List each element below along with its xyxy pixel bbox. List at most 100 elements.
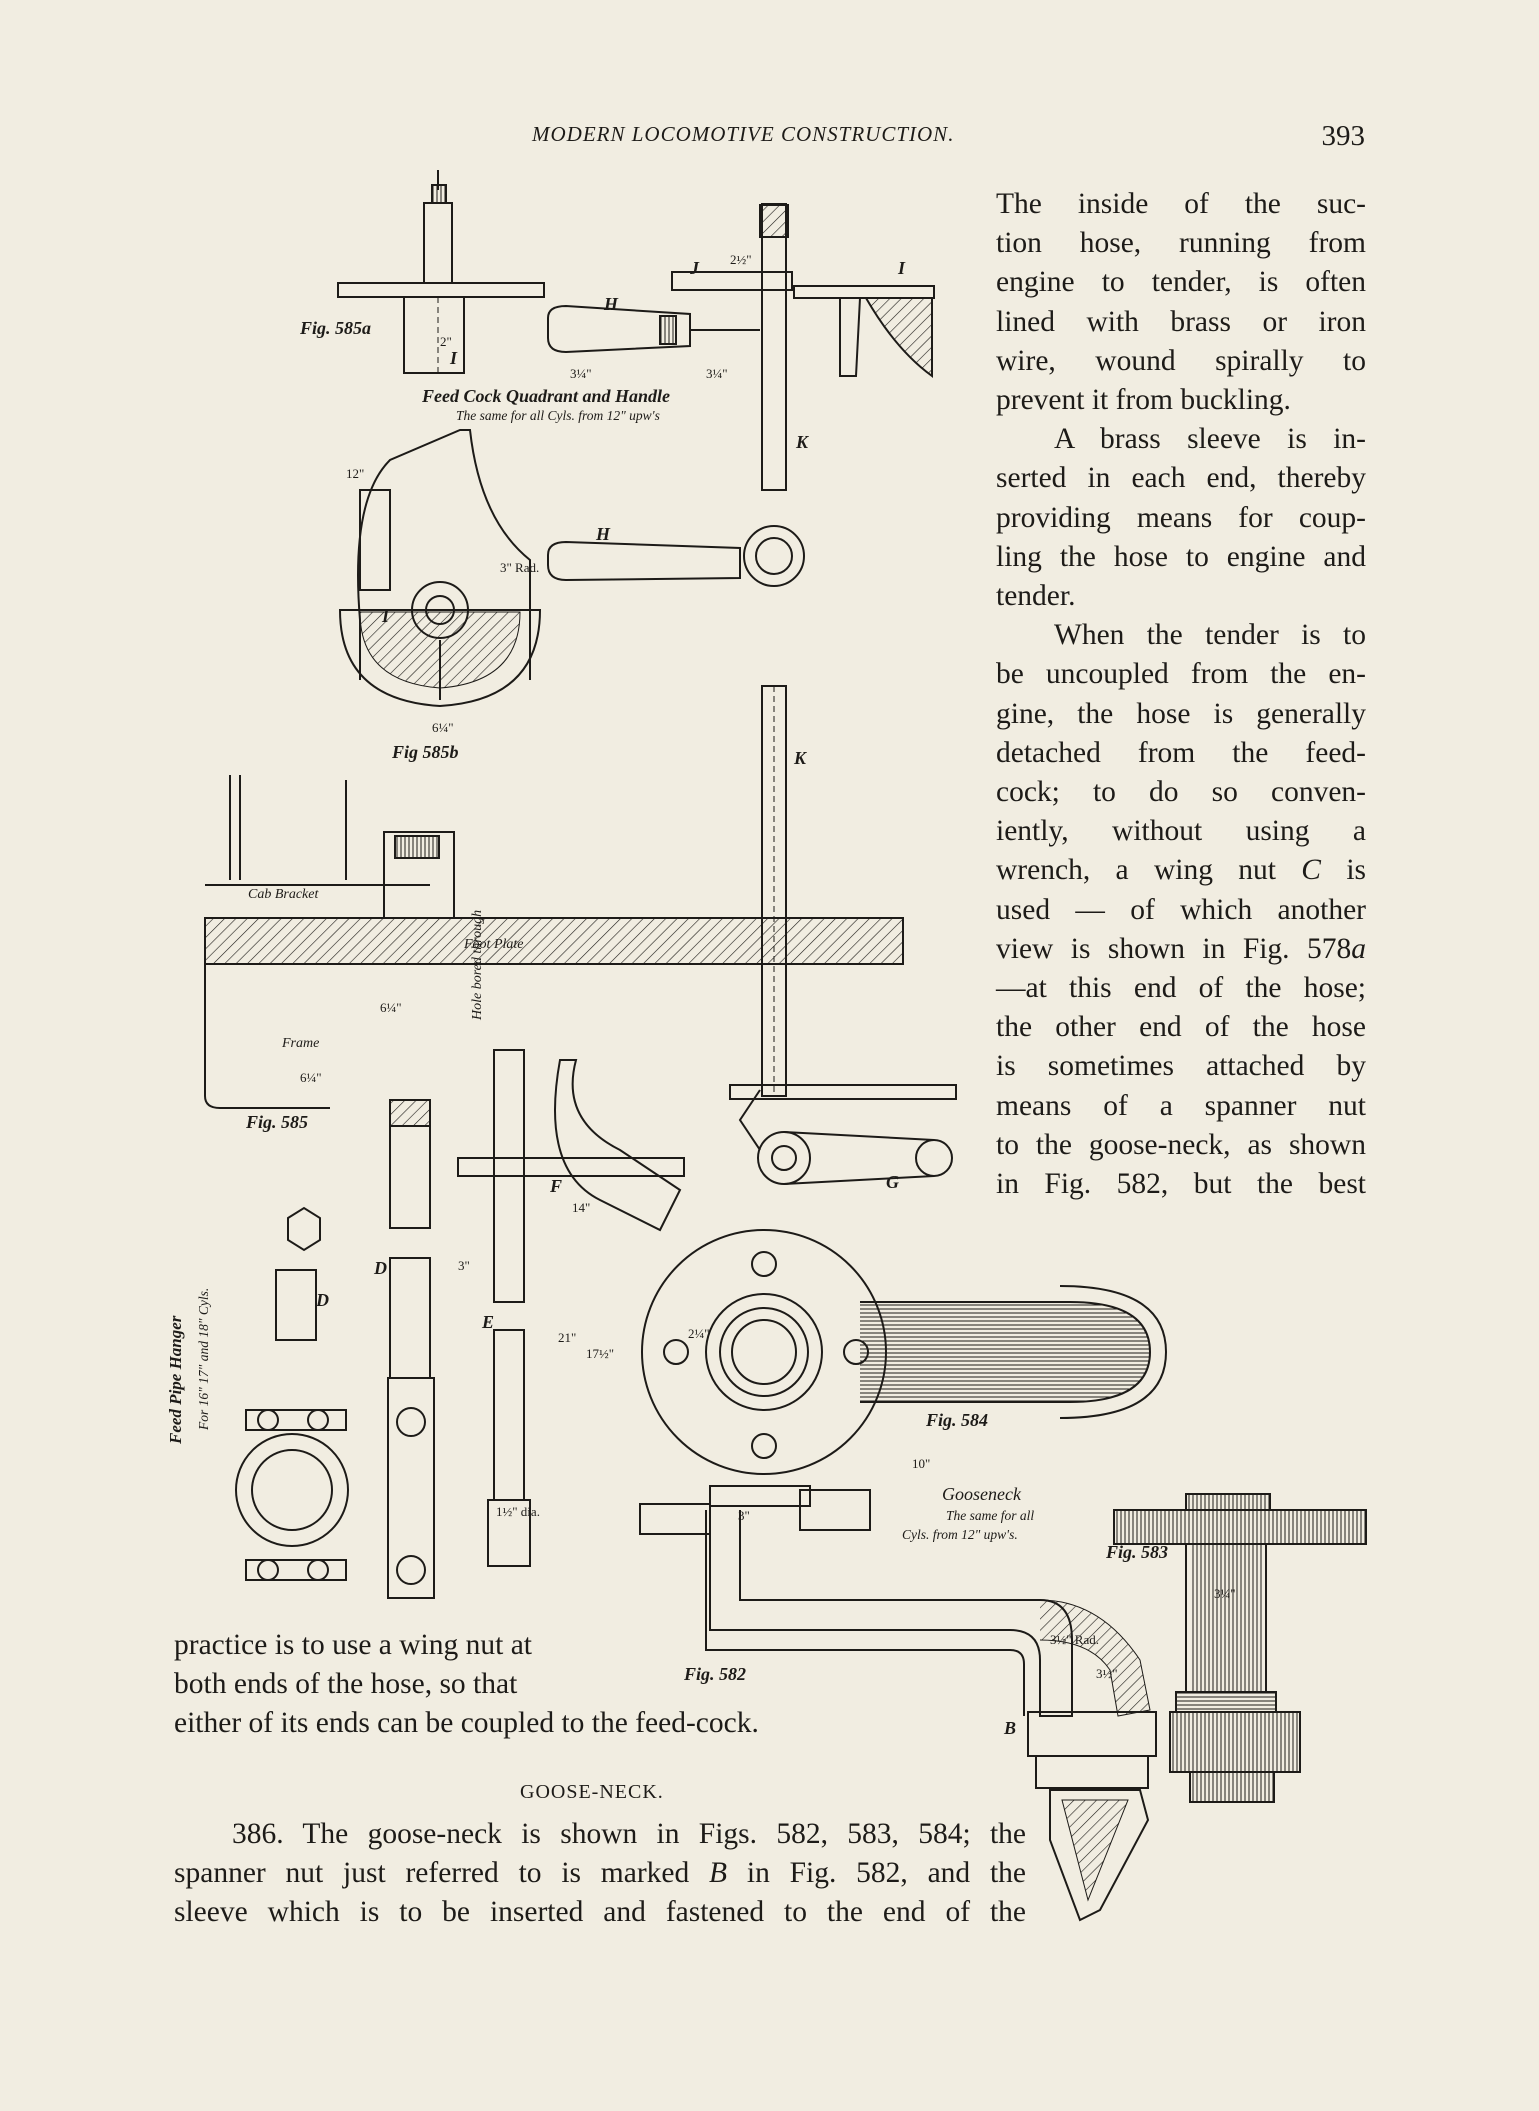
dimension: 3¼" [706,366,728,381]
handle-h-upper [547,304,760,354]
dimension: 1½" dia. [496,1504,540,1519]
part-letter: H [604,294,619,314]
cab-bracket-label: Cab Bracket [248,887,319,902]
text-line: ling the hose to engine and [996,540,1366,573]
feed-pipe-hanger-note: For 16" 17" and 18" Cyls. [196,1287,211,1430]
text-line: in Fig. 582, but the best [996,1168,1366,1201]
text-line: either of its ends can be coupled to the… [174,1707,759,1740]
feed-pipe-hanger-d [235,1206,435,1599]
dimension: 3" [738,1508,750,1523]
part-letter: I [898,258,906,278]
text-line: A brass sleeve is in- [1054,423,1366,456]
fig-585-foot-plate [204,775,904,1229]
bottom-left-text: practice is to use a wing nut at both en… [174,1626,759,1744]
fig-584-flange [641,1229,1168,1475]
fig-583-drawing [1113,1493,1367,1803]
dimension: 6¼" [432,720,454,735]
section-paragraph: 386. The goose-neck is shown in Figs. 58… [174,1815,1026,1933]
text-line: When the tender is to [1054,619,1366,652]
running-title: MODERN LOCOMOTIVE CONSTRUCTION. [532,122,955,146]
dimension: 3½" Rad. [1050,1632,1099,1647]
part-letter: D [316,1290,329,1310]
dimension: 6¼" [380,1000,402,1015]
text-line: is sometimes attached by [996,1050,1366,1083]
text-line: be uncoupled from the en- [996,658,1366,691]
text-line: The inside of the suc- [996,188,1366,220]
text-line: gine, the hose is generally [996,697,1366,730]
dimension: 14" [572,1200,591,1215]
page-number: 393 [1321,120,1366,152]
text-line: prevent it from buckling. [996,384,1291,417]
part-letter: K [794,748,807,768]
dimension: 3" [458,1258,470,1273]
part-letter: E [482,1312,495,1332]
text-line: tion hose, running from [996,227,1366,260]
part-letter: I [382,606,390,626]
rod-k-upper [671,203,935,491]
section-heading: GOOSE-NECK. [520,1781,664,1803]
dimension: 10" [912,1456,931,1471]
text-line: to the goose-neck, as shown [996,1128,1366,1161]
part-letter: D [374,1258,387,1278]
fig-583-caption: Fig. 583 [1106,1542,1169,1562]
text-line: cock; to do so conven- [996,776,1366,809]
text-line: iently, without using a [996,815,1366,848]
part-letter: H [596,524,611,544]
text-line: used — of which another [996,893,1366,926]
dimension: 2" [440,334,452,349]
fig-585b-quadrant [338,429,542,708]
fig-585b-caption: Fig 585b [392,742,459,762]
part-letter: I [450,348,458,368]
gooseneck-note-1: The same for all [946,1508,1035,1523]
foot-plate-label: Foot Plate [464,937,524,952]
handle-h-lower [547,525,805,587]
fig-585-caption: Fig. 585 [246,1112,309,1132]
text-line: lined with brass or iron [996,305,1366,338]
text-line: practice is to use a wing nut at [174,1629,532,1661]
fig-585a-drawing [337,170,545,374]
right-column-text: The inside of the suc- tion hose, runnin… [996,185,1366,1204]
text-line: both ends of the hose, so that [174,1668,518,1701]
feed-cock-note: The same for all Cyls. from 12" upw's [456,408,660,423]
frame-label: Frame [282,1036,320,1051]
gooseneck-title: Gooseneck [942,1484,1021,1504]
dimension: 3½" [1096,1666,1118,1681]
part-letter: F [550,1176,563,1196]
dimension: 3" Rad. [500,560,540,575]
text-line: sleeve which is to be inserted and faste… [174,1896,1026,1929]
part-letter: B [1004,1718,1017,1738]
dimension: 12" [346,466,365,481]
dimension: 2¼" [688,1326,710,1341]
dimension: 17½" [586,1346,615,1361]
text-line: serted in each end, thereby [996,462,1366,495]
part-letter: G [886,1172,899,1192]
dimension: 2½" [730,252,752,267]
fig-582-caption: Fig. 582 [684,1664,747,1684]
hole-bored-label: Hole bored through [470,909,485,1020]
dimension: 21" [558,1330,577,1345]
text-line: view is shown in Fig. 578a [996,932,1366,965]
dimension: 3¼" [1214,1586,1236,1601]
feed-pipe-hanger-title: Feed Pipe Hanger [166,1315,185,1444]
dimension: 3¼" [570,366,592,381]
dimension: 6¼" [300,1070,322,1085]
text-line: spanner nut just referred to is marked B… [174,1857,1026,1890]
text-line: means of a spanner nut [996,1089,1366,1122]
text-line: the other end of the hose [996,1011,1366,1044]
part-letter: J [690,258,699,278]
text-line: wrench, a wing nut C is [996,854,1366,887]
text-line: providing means for coup- [996,501,1366,534]
feed-cock-title: Feed Cock Quadrant and Handle [422,386,671,406]
text-line: —at this end of the hose; [996,972,1366,1005]
text-line: engine to tender, is often [996,266,1366,299]
text-line: detached from the feed- [996,736,1366,769]
fig-582-gooseneck [639,1485,1157,1922]
text-line: wire, wound spirally to [996,344,1366,377]
rod-k-lower [729,685,957,1100]
pipe-e-f [457,1049,953,1567]
part-letter: K [796,432,809,452]
gooseneck-note-2: Cyls. from 12" upw's. [902,1527,1018,1542]
fig-584-caption: Fig. 584 [926,1410,989,1430]
text-line: 386. The goose-neck is shown in Figs. 58… [232,1818,1026,1850]
